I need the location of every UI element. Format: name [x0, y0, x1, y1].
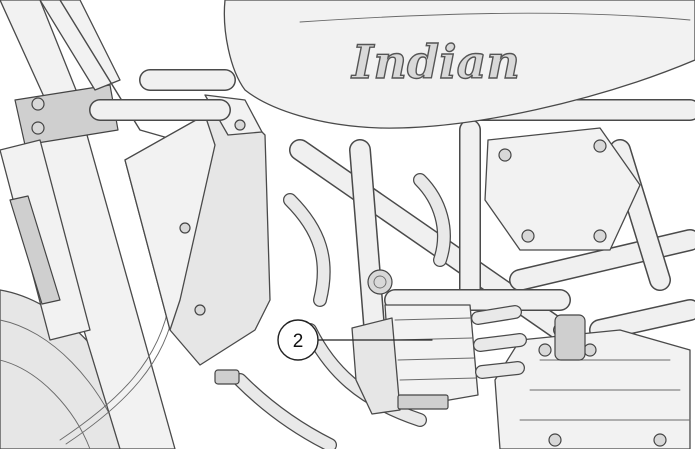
- frame-tubes: [289, 99, 695, 411]
- component-module: [351, 304, 527, 415]
- radiator-shroud: [124, 94, 271, 385]
- head-tubes: [89, 69, 236, 121]
- engine-block: [494, 314, 691, 449]
- callout-label: 2: [293, 331, 304, 352]
- callout-2: 2: [277, 319, 319, 361]
- front-fork: [0, 0, 211, 449]
- engine-cover-plate: [484, 127, 641, 251]
- tank-logo-text: Indian: [350, 35, 520, 89]
- callout-circle: [277, 319, 319, 361]
- frame-bolt-inner: [373, 275, 387, 289]
- frame-bolt: [367, 269, 393, 295]
- fuel-tank: Indian: [223, 0, 695, 129]
